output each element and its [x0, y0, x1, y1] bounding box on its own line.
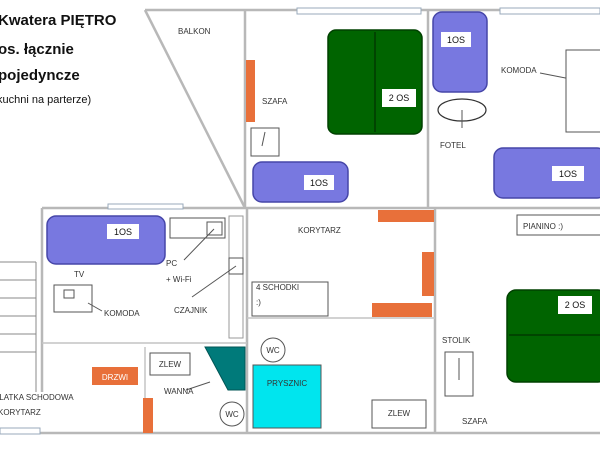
kettle-label: CZAJNIK [174, 306, 208, 315]
zlew-main-bath [371, 399, 427, 429]
piano [516, 214, 600, 236]
zlew-small-bath-label: ZLEW [159, 360, 182, 369]
door-small-bath [143, 398, 153, 433]
komoda-left-label: KOMODA [104, 309, 140, 318]
shower [252, 364, 322, 429]
wc-main-bath [260, 337, 286, 363]
kettle-pointer [191, 265, 237, 298]
tv-label: TV [74, 270, 85, 279]
single-bed-top-right [432, 11, 488, 93]
steps-box [251, 281, 329, 317]
steps-label-line-1: 4 SCHODKI [256, 283, 299, 292]
door-corridor-top [378, 210, 434, 222]
double-bed-bottom-tag [558, 296, 592, 314]
window-bottom [0, 427, 41, 435]
bathtub-pointer [185, 381, 211, 391]
window-mid [107, 203, 184, 210]
tv [63, 289, 75, 299]
header-line-3: pojedyncze [0, 67, 80, 84]
corridor-label: KORYTARZ [298, 226, 341, 235]
single-bed-top-mid-label: 1OS [310, 178, 328, 188]
single-bed-right-tag [552, 166, 584, 181]
steps-label-line-2: :) [256, 298, 261, 307]
wc-small-bath [219, 401, 245, 427]
single-bed-top-mid-tag [304, 175, 334, 190]
bathtub-label: WANNA [164, 387, 194, 396]
table-label: STOLIK [442, 336, 471, 345]
bathtub [204, 346, 246, 391]
single-bed-top-right-label: 1OS [447, 35, 465, 45]
armchair-label: FOTEL [440, 141, 466, 150]
single-bed-top-mid [252, 161, 349, 203]
double-bed-bottom-label: 2 OS [565, 300, 586, 310]
single-bed-left [46, 215, 166, 265]
single-bed-right-label: 1OS [559, 169, 577, 179]
shower-label: PRYSZNIC [267, 379, 308, 388]
zlew-main-bath-label: ZLEW [388, 409, 411, 418]
header-line-2: os. łącznie [0, 41, 74, 58]
komoda-top-label: KOMODA [501, 66, 537, 75]
komoda-top [565, 49, 600, 133]
wifi-label: + Wi-Fi [166, 275, 192, 284]
door-left [92, 367, 138, 385]
window-top-2 [499, 7, 600, 15]
staircase-label-line-2: KORYTARZ [0, 408, 41, 417]
komoda-left-pointer [87, 302, 103, 312]
window-top-1 [296, 7, 422, 15]
kitchen-counter [228, 215, 244, 339]
szafa-top-pointer [261, 131, 266, 147]
staircase-label-line-1: KLATKA SCHODOWA [0, 393, 74, 402]
single-bed-right [493, 147, 600, 199]
stairs [0, 261, 37, 392]
double-bed-top-tag [382, 89, 416, 107]
szafa-top [250, 127, 280, 157]
balcony-label: BALKON [178, 27, 211, 36]
zlew-small-bath [149, 352, 191, 376]
piano-label: PIANINO :) [523, 222, 563, 231]
szafa-bottom-label: SZAFA [462, 417, 488, 426]
wc-small-bath-label: WC [225, 410, 239, 419]
single-bed-left-tag [107, 224, 139, 239]
header-line-4: (dostęp do kuchni na parterze) [0, 94, 91, 106]
szafa-top-label: SZAFA [262, 97, 288, 106]
door-left-label: DRZWI [102, 373, 128, 382]
wc-main-bath-label: WC [266, 346, 280, 355]
pc-box [206, 221, 223, 236]
single-bed-top-right-tag [441, 32, 471, 47]
pc-label: PC [166, 259, 177, 268]
single-bed-left-label: 1OS [114, 227, 132, 237]
pc-pointer [183, 228, 215, 261]
door-corridor-right [422, 252, 434, 296]
double-bed-top-label: 2 OS [389, 93, 410, 103]
header-line-1: Kwatera PIĘTRO [0, 12, 117, 29]
diagonal-wall [143, 9, 247, 209]
door-corridor-bottom [372, 303, 432, 317]
door-top-left [246, 60, 255, 122]
